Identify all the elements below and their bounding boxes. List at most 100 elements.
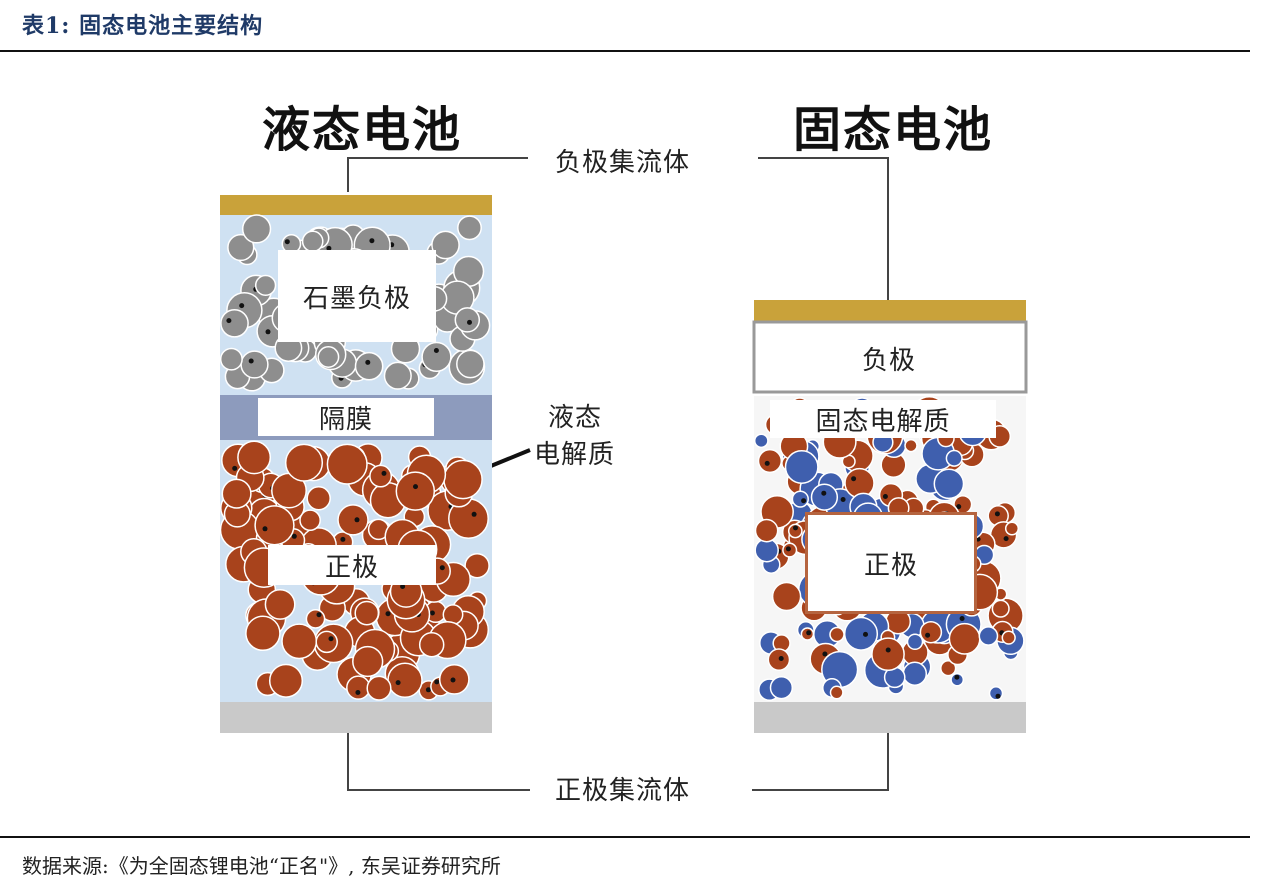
particle — [903, 662, 926, 685]
pos-collector-leader-right — [752, 733, 888, 790]
lithium-dot — [954, 675, 959, 680]
particle — [286, 444, 323, 481]
particle — [756, 520, 778, 542]
lithium-dot — [434, 679, 439, 684]
particle — [934, 469, 963, 498]
lithium-dot — [426, 687, 431, 692]
left-pos-collector — [220, 702, 492, 733]
particle — [771, 677, 793, 699]
neg-collector-leader-right — [758, 158, 888, 300]
particle — [905, 440, 917, 452]
lithium-dot — [467, 320, 472, 325]
solid-battery-title: 固态电池 — [793, 90, 993, 160]
particle — [303, 231, 323, 251]
liquid-electrolyte-label-2: 电解质 — [534, 434, 615, 471]
bottom-rule — [0, 836, 1250, 838]
lithium-dot — [355, 517, 360, 522]
lithium-dot — [960, 616, 965, 621]
electrolyte-leader — [486, 450, 530, 468]
particle — [388, 663, 422, 697]
right-neg-collector — [754, 300, 1026, 322]
lithium-dot — [239, 303, 244, 308]
particle — [768, 649, 789, 670]
particle — [270, 665, 303, 698]
lithium-dot — [249, 359, 254, 364]
lithium-dot — [440, 565, 445, 570]
particle — [353, 647, 383, 677]
particle — [243, 215, 271, 243]
particle — [946, 451, 962, 467]
lithium-dot — [266, 329, 271, 334]
lithium-dot — [232, 466, 237, 471]
lithium-dot — [841, 497, 846, 502]
lithium-dot — [292, 534, 297, 539]
lithium-dot — [821, 491, 826, 496]
liquid-battery-title: 液态电池 — [262, 90, 462, 160]
particle — [990, 687, 1003, 700]
lithium-dot — [355, 690, 360, 695]
lithium-dot — [472, 512, 477, 517]
particle — [246, 616, 280, 650]
particle — [979, 627, 997, 645]
particle — [949, 624, 979, 654]
right-anode-label: 负极 — [760, 330, 1018, 386]
pos-collector-leader-left — [348, 733, 530, 790]
particle — [457, 350, 484, 377]
particle — [385, 362, 412, 389]
particle — [458, 216, 481, 239]
particle — [338, 505, 368, 535]
lithium-dot — [851, 476, 856, 481]
negative-collector-label: 负极集流体 — [555, 142, 690, 179]
lithium-dot — [317, 612, 322, 617]
particle — [316, 631, 337, 652]
liquid-electrolyte-label-1: 液态 — [548, 397, 602, 434]
particle — [455, 308, 479, 332]
particle — [1002, 631, 1015, 644]
particle — [845, 618, 878, 651]
lithium-dot — [996, 694, 1001, 699]
lithium-dot — [806, 630, 811, 635]
right-cathode-label: 正极 — [805, 512, 977, 614]
particle — [420, 633, 444, 657]
lithium-dot — [925, 633, 930, 638]
lithium-dot — [285, 239, 290, 244]
particle — [1006, 522, 1019, 535]
lithium-dot — [801, 498, 806, 503]
particle — [347, 676, 370, 699]
particle — [444, 460, 482, 498]
lithium-dot — [365, 360, 370, 365]
lithium-dot — [451, 678, 456, 683]
lithium-dot — [263, 526, 268, 531]
particle — [908, 634, 923, 649]
lithium-dot — [434, 348, 439, 353]
lithium-dot — [226, 318, 231, 323]
lithium-dot — [340, 537, 345, 542]
particle — [422, 343, 451, 372]
particle — [238, 441, 270, 473]
lithium-dot — [883, 494, 888, 499]
lithium-dot — [765, 461, 770, 466]
particle — [872, 638, 904, 670]
source-note: 数据来源:《为全固态锂电池“正名"》, 东吴证券研究所 — [22, 850, 501, 879]
neg-collector-leader-left — [348, 158, 528, 192]
particle — [396, 472, 434, 510]
lithium-dot — [793, 525, 798, 530]
particle — [256, 276, 276, 296]
particle — [221, 349, 242, 370]
lithium-dot — [329, 636, 334, 641]
lithium-dot — [413, 484, 418, 489]
lithium-dot — [779, 656, 784, 661]
lithium-dot — [863, 632, 868, 637]
lithium-dot — [995, 511, 1000, 516]
graphite-anode-label: 石墨负极 — [278, 250, 436, 342]
particle — [792, 491, 808, 507]
solid-electrolyte-label: 固态电解质 — [770, 400, 996, 438]
particle — [992, 600, 1009, 617]
particle — [755, 434, 768, 447]
lithium-dot — [396, 680, 401, 685]
positive-collector-label: 正极集流体 — [555, 770, 690, 807]
particle — [355, 602, 378, 625]
lithium-dot — [369, 238, 374, 243]
particle — [812, 484, 838, 510]
